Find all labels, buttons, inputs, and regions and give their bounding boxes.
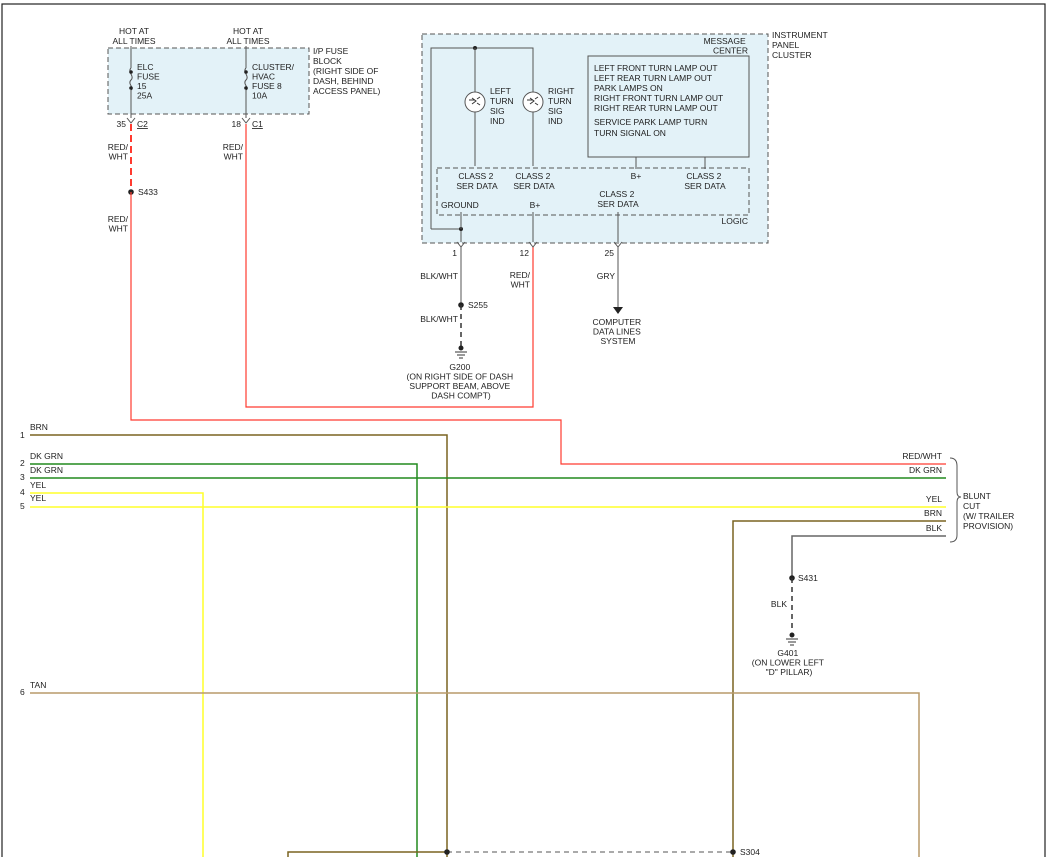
splice-s304-dot bbox=[730, 849, 736, 855]
left-pin-5-num: 5 bbox=[20, 501, 25, 511]
wire-red-wht-harness bbox=[130, 192, 946, 465]
logic-class2-c: CLASS 2 SER DATA bbox=[597, 189, 639, 209]
pin-25-label: 25 bbox=[605, 248, 615, 258]
red-wht-circuits: S433 RED/WHT RED/WHT RED/WHT RED/WHT bbox=[108, 124, 946, 465]
left-pin-3-color: DK GRN bbox=[30, 465, 63, 475]
right-wire-blk: BLK bbox=[926, 523, 942, 533]
ground-g200-circuit: S255 BLK/WHT BLK/WHT G200 (ON RIGHT SIDE… bbox=[407, 247, 643, 401]
pin-35-label: 35 bbox=[117, 119, 127, 129]
connector-c2-icon bbox=[126, 117, 136, 124]
message-center-box bbox=[587, 55, 750, 158]
blunt-cut-group: RED/WHT DK GRN YEL BRN BLK BLUNT CUT (W/… bbox=[902, 451, 1017, 543]
wire-yel-4 bbox=[30, 492, 204, 857]
pin-12-connector-icon bbox=[528, 241, 538, 248]
right-lamp-led-glyph bbox=[527, 96, 539, 106]
fuse1-label: ELC FUSE 15 25A bbox=[137, 62, 162, 101]
logic-class2-b: CLASS 2 SER DATA bbox=[513, 171, 555, 191]
wire-label-red-wht-4: RED/WHT bbox=[510, 270, 531, 290]
wire-label-red-wht-1: RED/WHT bbox=[108, 142, 129, 162]
fuse1-terminal-bottom bbox=[129, 86, 133, 90]
wire-label-red-wht-3: RED/WHT bbox=[223, 142, 244, 162]
left-pin-4-num: 4 bbox=[20, 487, 25, 497]
left-connector-pins: 1 BRN 2 DK GRN 3 DK GRN 4 YEL 5 YEL 6 TA… bbox=[20, 422, 63, 697]
instrument-panel-cluster: INSTRUMENT PANEL CLUSTER MESSAGE CENTER … bbox=[421, 30, 830, 258]
wire-red-wht-cluster bbox=[245, 124, 534, 408]
wire-tan-6 bbox=[30, 692, 920, 857]
ground-g200-label: G200 (ON RIGHT SIDE OF DASH SUPPORT BEAM… bbox=[407, 362, 516, 401]
right-wire-red-wht: RED/WHT bbox=[902, 451, 942, 461]
ground-g401-label: G401 (ON LOWER LEFT "D" PILLAR) bbox=[752, 648, 826, 677]
wire-label-red-wht-2: RED/WHT bbox=[108, 214, 129, 234]
left-lamp-led-glyph bbox=[469, 96, 481, 106]
wire-label-gry: GRY bbox=[597, 271, 616, 281]
pin-18-label: 18 bbox=[232, 119, 242, 129]
wire-brn-1 bbox=[30, 434, 448, 857]
blunt-cut-bracket bbox=[949, 457, 962, 543]
arrow-down-icon bbox=[613, 307, 623, 314]
message-center-messages: LEFT FRONT TURN LAMP OUT LEFT REAR TURN … bbox=[594, 63, 725, 138]
splice-pack-left-dot bbox=[444, 849, 450, 855]
wire-dkgrn-2 bbox=[30, 463, 418, 857]
left-pin-6-num: 6 bbox=[20, 687, 25, 697]
wire-brn-right bbox=[732, 520, 946, 857]
left-pin-1-num: 1 bbox=[20, 430, 25, 440]
right-wire-brn: BRN bbox=[924, 508, 942, 518]
harness: S431 BLK G401 (ON LOWER LEFT "D" PILLAR)… bbox=[30, 434, 946, 857]
message-center-title: MESSAGE CENTER bbox=[704, 36, 748, 56]
logic-label: LOGIC bbox=[722, 216, 748, 226]
pin-12-label: 12 bbox=[520, 248, 530, 258]
ground-g401-icon bbox=[786, 638, 798, 646]
g200-dot bbox=[458, 345, 464, 351]
left-pin-4-color: YEL bbox=[30, 480, 46, 490]
splice-s304-label: S304 bbox=[740, 847, 760, 857]
computer-data-lines-label: COMPUTER DATA LINES SYSTEM bbox=[592, 317, 643, 346]
g401-dot bbox=[789, 632, 795, 638]
blunt-cut-label: BLUNT CUT (W/ TRAILER PROVISION) bbox=[963, 491, 1017, 531]
logic-class2-a: CLASS 2 SER DATA bbox=[456, 171, 498, 191]
right-wire-yel: YEL bbox=[926, 494, 942, 504]
connector-c1-icon bbox=[241, 117, 251, 124]
wire-label-blk: BLK bbox=[771, 599, 787, 609]
right-turn-ind-label: RIGHT TURN SIG IND bbox=[548, 86, 577, 126]
pin-1-label: 1 bbox=[452, 248, 457, 258]
wire-brn-bottom bbox=[287, 851, 447, 857]
msg-class2-label: CLASS 2 SER DATA bbox=[684, 171, 726, 191]
left-pin-6-color: TAN bbox=[30, 680, 46, 690]
diagram-frame bbox=[1, 3, 1046, 857]
fuse-block-title: I/P FUSE BLOCK (RIGHT SIDE OF DASH, BEHI… bbox=[313, 46, 381, 96]
left-pin-2-color: DK GRN bbox=[30, 451, 63, 461]
splice-s433-label: S433 bbox=[138, 187, 158, 197]
left-turn-ind-label: LEFT TURN SIG IND bbox=[490, 86, 516, 126]
logic-ground-label: GROUND bbox=[441, 200, 479, 210]
msg-bplus-label: B+ bbox=[631, 171, 642, 181]
fuse2-terminal-top bbox=[244, 70, 248, 74]
wire-label-blk-wht-2: BLK/WHT bbox=[420, 314, 458, 324]
splice-s255-label: S255 bbox=[468, 300, 488, 310]
left-pin-5-color: YEL bbox=[30, 493, 46, 503]
fuse2-label: CLUSTER/ HVAC FUSE 8 10A bbox=[252, 62, 296, 101]
left-pin-1-color: BRN bbox=[30, 422, 48, 432]
connector-c2-label: C2 bbox=[137, 119, 148, 129]
connector-c1-label: C1 bbox=[252, 119, 263, 129]
cluster-title: INSTRUMENT PANEL CLUSTER bbox=[772, 30, 830, 60]
logic-bplus-label: B+ bbox=[530, 200, 541, 210]
wire-label-blk-wht-1: BLK/WHT bbox=[420, 271, 458, 281]
fuse2-terminal-bottom bbox=[244, 86, 248, 90]
left-pin-2-num: 2 bbox=[20, 458, 25, 468]
fuse1-terminal-top bbox=[129, 70, 133, 74]
splice-s431-label: S431 bbox=[798, 573, 818, 583]
left-pin-3-num: 3 bbox=[20, 472, 25, 482]
fuse-block-box bbox=[107, 47, 310, 115]
ground-g200-icon bbox=[455, 351, 467, 359]
wire-blk-right bbox=[791, 535, 946, 578]
logic-box bbox=[436, 167, 750, 216]
right-wire-dk-grn: DK GRN bbox=[909, 465, 942, 475]
